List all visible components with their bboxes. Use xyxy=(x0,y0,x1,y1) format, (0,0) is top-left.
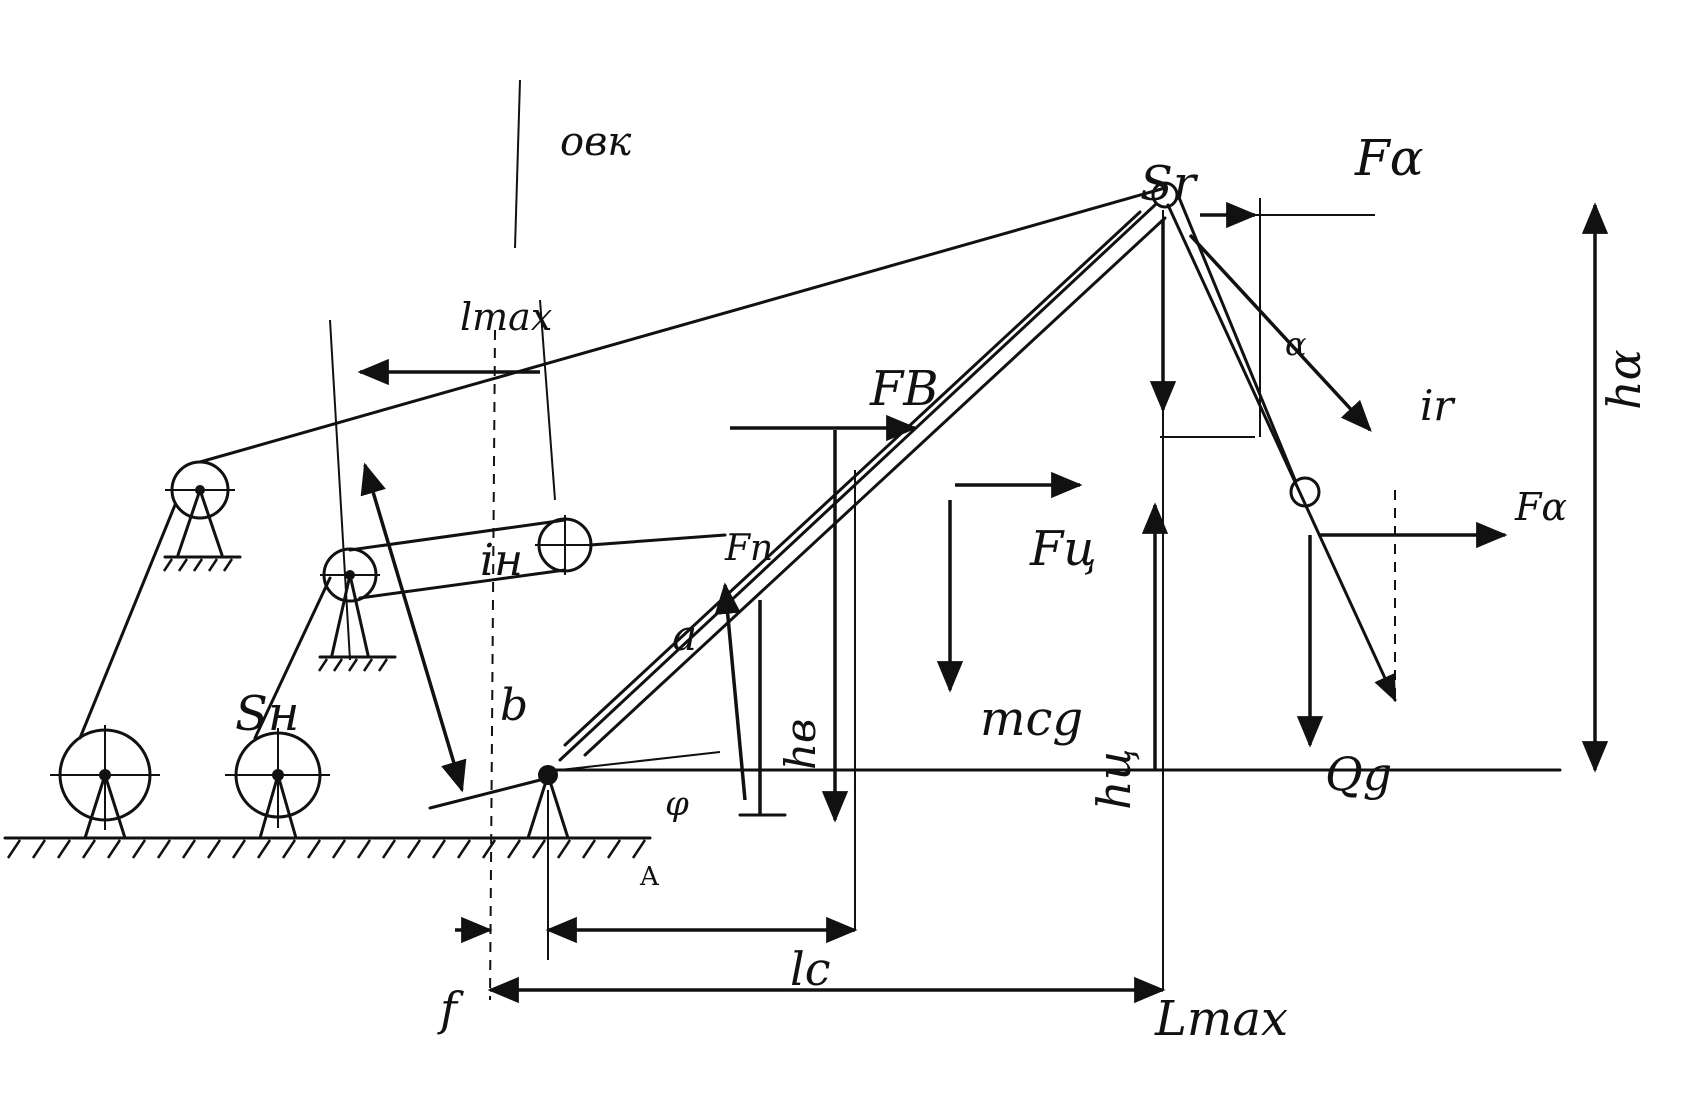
label-A: A xyxy=(639,862,660,892)
obk-line xyxy=(514,79,521,249)
rope-s-h xyxy=(253,576,332,740)
f-reference-line xyxy=(489,329,496,1001)
boom xyxy=(558,203,1167,762)
lmax-left-line xyxy=(329,319,351,661)
a-arrow xyxy=(714,582,747,801)
label-F-n: Fn xyxy=(724,528,773,569)
slope-dimension xyxy=(360,462,467,793)
label-F-alpha-top: Fα xyxy=(1354,129,1423,187)
link-to-boom xyxy=(588,533,727,547)
label-b: b xyxy=(500,680,528,731)
label-h-c: hц xyxy=(1087,748,1141,810)
label-F-alpha-right: Fα xyxy=(1514,485,1567,529)
pulley-icon xyxy=(317,547,397,672)
lmax-right-line xyxy=(539,299,556,501)
label-i-h: iн xyxy=(480,535,523,586)
ground-hatch-icon xyxy=(3,836,652,859)
label-Qg: Qg xyxy=(1325,747,1392,801)
hook-icon xyxy=(1289,476,1321,508)
label-obk: овк xyxy=(560,119,631,165)
label-mcg: mcg xyxy=(980,691,1083,747)
label-lmax: lmax xyxy=(460,295,552,339)
label-h-B: hв xyxy=(776,719,825,771)
rope-s-r xyxy=(198,186,1167,464)
pulley-icon xyxy=(162,460,242,572)
label-h-alpha: hα xyxy=(1597,349,1651,410)
rope-left xyxy=(78,503,177,740)
load-rope xyxy=(1166,203,1397,703)
polyspast-lower-rope xyxy=(358,568,567,600)
label-S-r: Sr xyxy=(1140,156,1199,212)
phi-base-line xyxy=(559,751,721,771)
label-F-B: FB xyxy=(869,361,939,417)
label-i-r: ir xyxy=(1420,381,1456,430)
i-r-arrow xyxy=(1188,233,1372,432)
label-L-max: Lmax xyxy=(1154,991,1288,1047)
label-f: f xyxy=(437,982,464,1036)
label-alpha: α xyxy=(1285,325,1307,363)
label-F-c: Fц xyxy=(1029,521,1097,577)
label-a: a xyxy=(672,611,697,660)
label-S-h: Sн xyxy=(235,686,300,742)
label-l-c: lc xyxy=(790,942,830,996)
wheel-icon xyxy=(225,728,330,840)
label-phi: φ xyxy=(665,784,689,824)
wheel-icon xyxy=(50,725,160,840)
slope-line xyxy=(428,776,550,810)
